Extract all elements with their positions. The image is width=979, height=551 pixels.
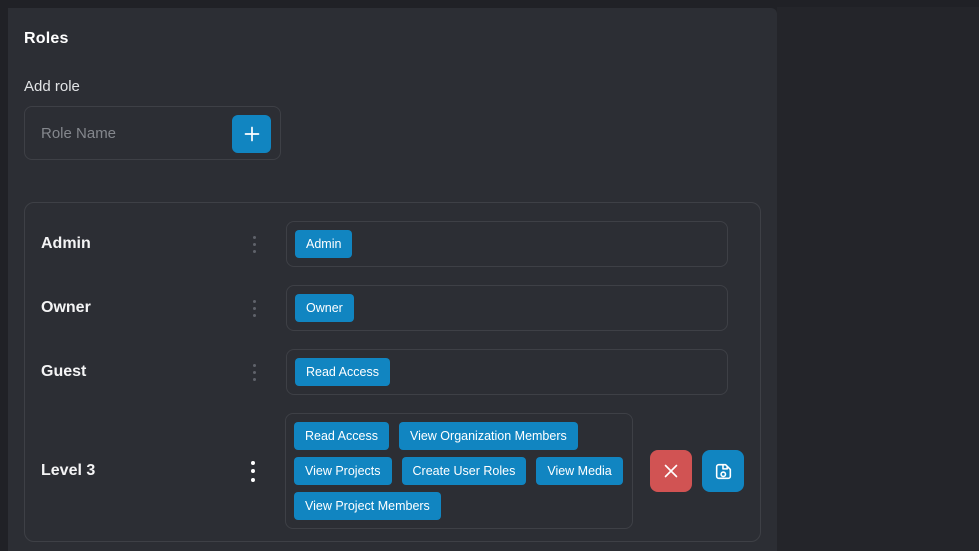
permission-chip: Owner xyxy=(295,294,354,322)
permissions-box: Admin xyxy=(286,221,728,267)
x-cross-icon xyxy=(661,461,681,481)
permission-chip: Admin xyxy=(295,230,353,258)
permission-chip[interactable]: Read Access xyxy=(294,422,389,450)
role-name-label: Owner xyxy=(41,299,91,316)
page-title: Roles xyxy=(24,30,69,47)
permission-chip[interactable]: View Media xyxy=(536,457,623,485)
role-row-guest: Guest Read Access xyxy=(41,349,744,395)
plus-icon xyxy=(242,124,262,144)
role-name-label: Guest xyxy=(41,363,87,380)
add-role-input-group xyxy=(24,106,296,160)
role-row-owner: Owner Owner xyxy=(41,285,744,331)
save-role-button[interactable] xyxy=(702,450,744,492)
role-row-admin: Admin Admin xyxy=(41,221,744,267)
kebab-vertical-icon[interactable] xyxy=(246,296,262,321)
permission-chip[interactable]: View Organization Members xyxy=(398,422,578,450)
permissions-box: Owner xyxy=(286,285,728,331)
add-role-label: Add role xyxy=(24,78,80,95)
permission-chip[interactable]: View Projects xyxy=(294,457,392,485)
permission-chip[interactable]: View Project Members xyxy=(294,492,441,520)
role-name-label: Level 3 xyxy=(41,462,96,479)
right-background-area xyxy=(777,7,979,551)
permission-chip: Read Access xyxy=(295,358,390,386)
floppy-disk-icon xyxy=(713,461,734,482)
delete-role-button[interactable] xyxy=(650,450,692,492)
kebab-vertical-icon[interactable] xyxy=(246,232,262,257)
roles-list-card: Admin Admin Owner Owner Guest xyxy=(24,202,761,542)
role-row-level-3: Level 3 Read Access View Organization Me… xyxy=(41,413,744,529)
permissions-box-editing: Read Access View Organization Members Vi… xyxy=(285,413,633,529)
roles-page-panel: Roles Add role Admin Admin Owner xyxy=(8,8,777,551)
row-actions xyxy=(650,450,744,492)
kebab-vertical-icon[interactable] xyxy=(246,360,262,385)
kebab-vertical-icon[interactable] xyxy=(245,457,261,486)
add-role-button[interactable] xyxy=(232,115,271,153)
role-name-label: Admin xyxy=(41,235,91,252)
permission-chip[interactable]: Create User Roles xyxy=(401,457,527,485)
permissions-box: Read Access xyxy=(286,349,728,395)
